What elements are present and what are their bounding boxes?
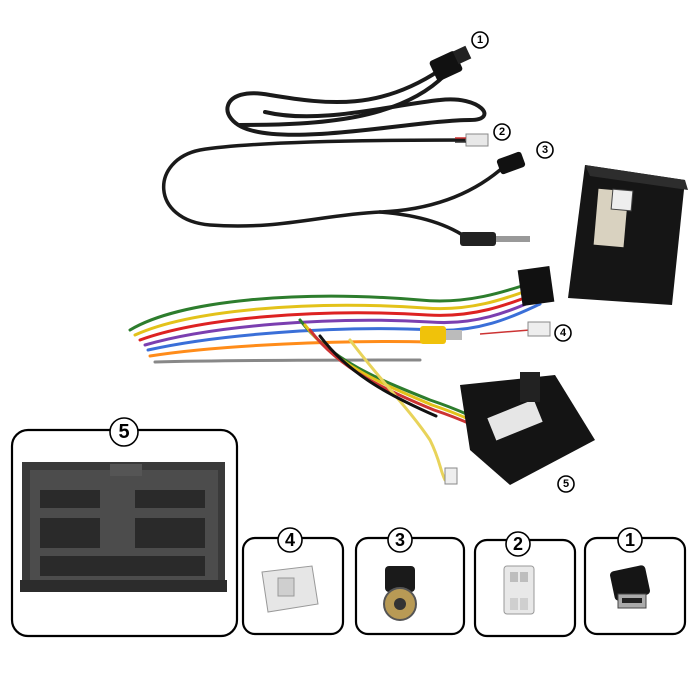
callout-4: 4 [554,324,572,342]
svg-text:1: 1 [625,530,635,550]
inset-hdmi-jack: 1 [583,527,687,636]
callout-1: 1 [471,31,489,49]
main-harness-connector [444,372,595,485]
antenna-plug-cable-end [460,151,530,246]
svg-text:2: 2 [513,534,523,554]
inset-small-white-plug: 2 [473,531,577,638]
harness-white-plug [479,321,551,337]
inset-antenna-plug: 3 [354,527,466,636]
black-cable-1 [225,68,487,137]
svg-text:5: 5 [563,478,569,490]
hdmi-cable-end [429,45,472,81]
svg-text:3: 3 [542,144,548,156]
white-plug-cable-end [455,133,489,147]
callout-5: 5 [557,475,575,493]
harness-plug [517,265,555,307]
callout-3: 3 [536,141,554,159]
callout-2: 2 [493,123,511,141]
svg-text:5: 5 [118,421,129,443]
inset-main-connector: 5 [10,417,239,638]
svg-text:3: 3 [395,530,405,550]
svg-text:4: 4 [560,327,567,339]
black-cable-2 [162,138,502,242]
svg-text:2: 2 [499,126,505,138]
inset-white-plug: 4 [241,527,345,636]
interface-module [568,165,688,305]
svg-text:1: 1 [477,34,483,46]
svg-text:4: 4 [285,530,295,550]
wire-harness [128,278,542,482]
rca-plug [420,326,462,344]
